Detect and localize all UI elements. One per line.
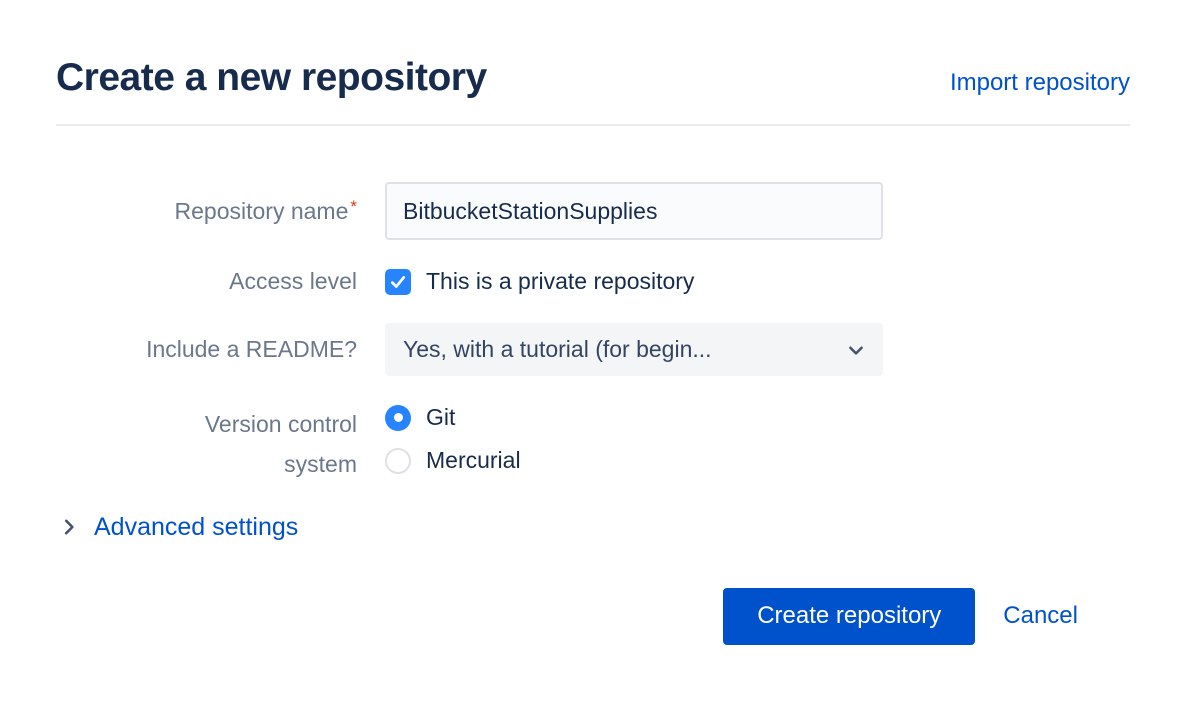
- mercurial-radio[interactable]: [385, 447, 411, 474]
- include-readme-selected-option: Yes, with a tutorial (for begin...: [403, 336, 712, 362]
- version-control-label-line1: Version control: [204, 411, 357, 437]
- repository-name-label-text: Repository name: [174, 197, 349, 224]
- vcs-option-git: Git: [385, 404, 521, 431]
- repository-name-row: Repository name*: [0, 182, 1182, 240]
- advanced-settings-toggle[interactable]: Advanced settings: [62, 513, 1182, 542]
- import-repository-link[interactable]: Import repository: [949, 69, 1130, 96]
- repository-name-label: Repository name*: [0, 196, 385, 225]
- check-icon: [390, 275, 406, 288]
- create-repository-button[interactable]: Create repository: [723, 587, 976, 645]
- include-readme-label: Include a README?: [146, 336, 357, 362]
- radio-dot: [393, 413, 403, 422]
- private-repository-checkbox-wrap: This is a private repository: [385, 268, 694, 295]
- version-control-label: Version control system: [0, 404, 385, 485]
- mercurial-radio-label: Mercurial: [426, 447, 521, 473]
- repository-name-input[interactable]: [385, 182, 883, 240]
- vcs-option-mercurial: Mercurial: [385, 447, 521, 474]
- access-level-label: Access level: [229, 268, 357, 294]
- form-actions: Create repository Cancel: [0, 587, 1182, 645]
- chevron-down-icon: [849, 346, 863, 355]
- git-radio-label: Git: [426, 404, 456, 430]
- page-title: Create a new repository: [56, 56, 487, 99]
- version-control-label-line2: system: [284, 451, 357, 478]
- access-level-row: Access level This is a private repositor…: [0, 268, 1182, 295]
- git-radio[interactable]: [385, 404, 411, 431]
- advanced-settings-link[interactable]: Advanced settings: [94, 512, 299, 541]
- required-asterisk: *: [350, 196, 357, 216]
- vcs-radio-group: Git Mercurial: [385, 404, 521, 474]
- version-control-row: Version control system Git Mercurial: [0, 404, 1182, 485]
- include-readme-select[interactable]: Yes, with a tutorial (for begin...: [385, 323, 883, 376]
- cancel-link[interactable]: Cancel: [1003, 602, 1078, 629]
- private-repository-checkbox[interactable]: [385, 268, 411, 295]
- chevron-right-icon: [62, 518, 76, 536]
- create-repo-form: Repository name* Access level This is a …: [0, 182, 1182, 645]
- header-divider: [56, 124, 1130, 126]
- private-repository-label: This is a private repository: [426, 268, 695, 294]
- include-readme-row: Include a README? Yes, with a tutorial (…: [0, 323, 1182, 376]
- page-header: Create a new repository Import repositor…: [0, 0, 1182, 100]
